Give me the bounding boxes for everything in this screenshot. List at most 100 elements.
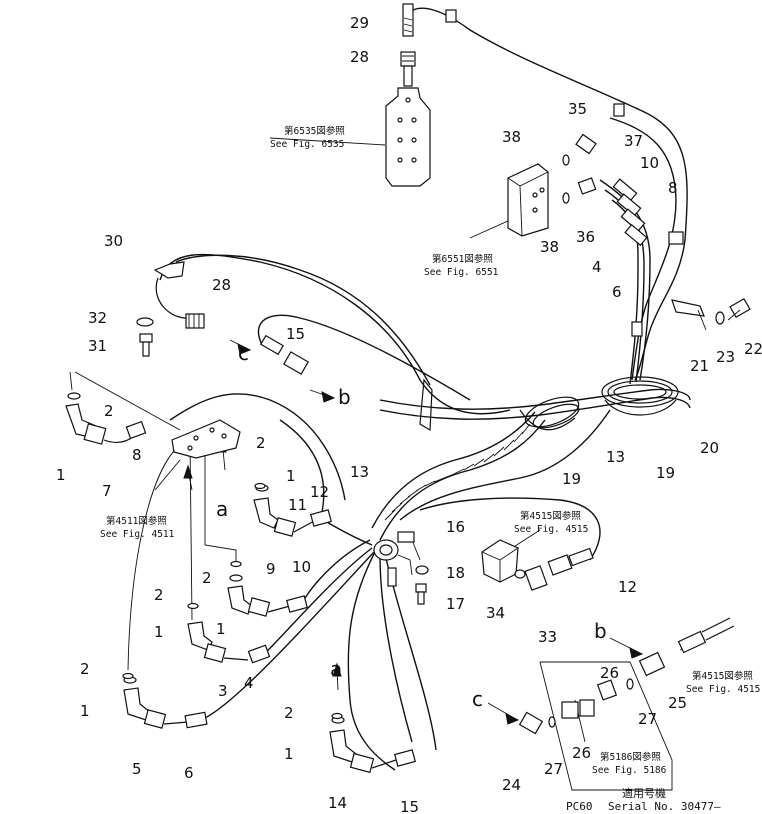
protective-sleeve xyxy=(384,423,531,521)
ref-4515-jp-right: 第4515図参照 xyxy=(692,670,753,682)
callout-37: 37 xyxy=(624,132,643,150)
callout-9: 9 xyxy=(266,560,276,578)
callout-16: 16 xyxy=(446,518,465,536)
callout-23: 23 xyxy=(716,348,735,366)
fitting-25 xyxy=(638,617,735,677)
letter-b-top: b xyxy=(338,385,351,409)
bolt-set-21-23 xyxy=(671,297,751,331)
callout-28: 28 xyxy=(350,48,369,66)
callout-36: 36 xyxy=(576,228,595,246)
callout-4: 4 xyxy=(592,258,602,276)
serial-label-jp: 適用号機 xyxy=(622,786,666,800)
callout-22: 22 xyxy=(744,340,762,358)
callout-18: 18 xyxy=(446,564,465,582)
clamp-loops xyxy=(419,376,679,432)
callout-10b: 10 xyxy=(292,558,311,576)
elbow-fitting-3 xyxy=(187,621,271,664)
ref-4515-en: See Fig. 4515 xyxy=(514,524,588,535)
callout-13b: 13 xyxy=(606,448,625,466)
callout-26: 26 xyxy=(600,664,619,682)
callout-8: 8 xyxy=(668,179,678,197)
callout-19: 19 xyxy=(562,470,581,488)
callout-numbers: 29 28 35 38 37 10 8 36 38 4 6 30 28 32 3… xyxy=(56,14,762,814)
connection-letters: c b a a b c xyxy=(216,341,607,711)
ref-6535-en: See Fig. 6535 xyxy=(270,139,344,150)
callout-1c: 1 xyxy=(216,620,226,638)
elbow-fitting-9 xyxy=(227,574,308,617)
callout-20: 20 xyxy=(700,439,719,457)
callout-19b: 19 xyxy=(656,464,675,482)
callout-27b: 27 xyxy=(544,760,563,778)
callout-6: 6 xyxy=(612,283,622,301)
callout-30: 30 xyxy=(104,232,123,250)
elbow-left-top xyxy=(65,392,147,445)
callout-25: 25 xyxy=(668,694,687,712)
o-rings xyxy=(122,482,343,720)
figure-references: 第6535図参照 See Fig. 6535 第6551図参照 See Fig.… xyxy=(100,125,760,776)
callout-5: 5 xyxy=(132,760,142,778)
elbow-fitting-14 xyxy=(329,716,416,774)
callout-28b: 28 xyxy=(212,276,231,294)
letter-c-bottom: c xyxy=(472,687,483,711)
callout-1e: 1 xyxy=(80,702,90,720)
callout-8b: 8 xyxy=(132,446,142,464)
ref-6551-en: See Fig. 6551 xyxy=(424,267,499,278)
callout-7: 7 xyxy=(102,482,112,500)
callout-14: 14 xyxy=(328,794,347,812)
elbow-fitting-5 xyxy=(123,676,208,729)
callout-38: 38 xyxy=(502,128,521,146)
ref-6535-jp: 第6535図参照 xyxy=(284,125,345,137)
callout-24: 24 xyxy=(502,776,521,794)
callout-4b: 4 xyxy=(244,674,254,692)
valve-block-6551 xyxy=(507,163,549,237)
callout-33: 33 xyxy=(538,628,557,646)
callout-29: 29 xyxy=(350,14,369,32)
callout-15b: 15 xyxy=(400,798,419,814)
callout-10: 10 xyxy=(640,154,659,172)
hose-15-fitting xyxy=(260,334,309,375)
callout-2: 2 xyxy=(104,402,114,420)
valve-block-6535 xyxy=(385,87,431,187)
callout-38b: 38 xyxy=(540,238,559,256)
hose-lines xyxy=(159,7,691,771)
letter-a-bottom: a xyxy=(330,657,342,681)
clamp-16 xyxy=(373,531,429,605)
callout-13: 13 xyxy=(350,463,369,481)
callout-12: 12 xyxy=(310,483,329,501)
callout-1: 1 xyxy=(56,466,66,484)
callout-6b: 6 xyxy=(184,764,194,782)
elbow-fitting-11 xyxy=(253,484,332,537)
serial-note: 適用号機 PC60 Serial No. 30477— xyxy=(566,786,721,813)
callout-31: 31 xyxy=(88,337,107,355)
callout-2d: 2 xyxy=(154,586,164,604)
letter-c-top: c xyxy=(238,341,249,365)
callout-2b: 2 xyxy=(256,434,266,452)
callout-21: 21 xyxy=(690,357,709,375)
letter-a-mid: a xyxy=(216,497,228,521)
clamp-30 xyxy=(136,261,205,357)
callout-2e: 2 xyxy=(80,660,90,678)
manifold-4511 xyxy=(171,419,241,459)
callout-2f: 2 xyxy=(284,704,294,722)
callout-34: 34 xyxy=(486,604,505,622)
callout-1d: 1 xyxy=(154,623,164,641)
callout-3: 3 xyxy=(218,682,228,700)
callout-1b: 1 xyxy=(286,467,296,485)
ref-4511-en: See Fig. 4511 xyxy=(100,529,175,540)
callout-12b: 12 xyxy=(618,578,637,596)
serial-model: PC60 xyxy=(566,800,593,813)
callout-26b: 26 xyxy=(572,744,591,762)
ref-4515-jp: 第4515図参照 xyxy=(520,510,581,522)
ref-4511-jp: 第4511図参照 xyxy=(106,515,167,527)
ref-6551-jp: 第6551図参照 xyxy=(432,253,493,265)
callout-17: 17 xyxy=(446,595,465,613)
fittings-6551 xyxy=(445,9,684,337)
callout-32: 32 xyxy=(88,309,107,327)
callout-1f: 1 xyxy=(284,745,294,763)
ref-4515-en-right: See Fig. 4515 xyxy=(686,684,760,695)
callout-35: 35 xyxy=(568,100,587,118)
callout-11: 11 xyxy=(288,496,307,514)
callout-2c: 2 xyxy=(202,569,212,587)
